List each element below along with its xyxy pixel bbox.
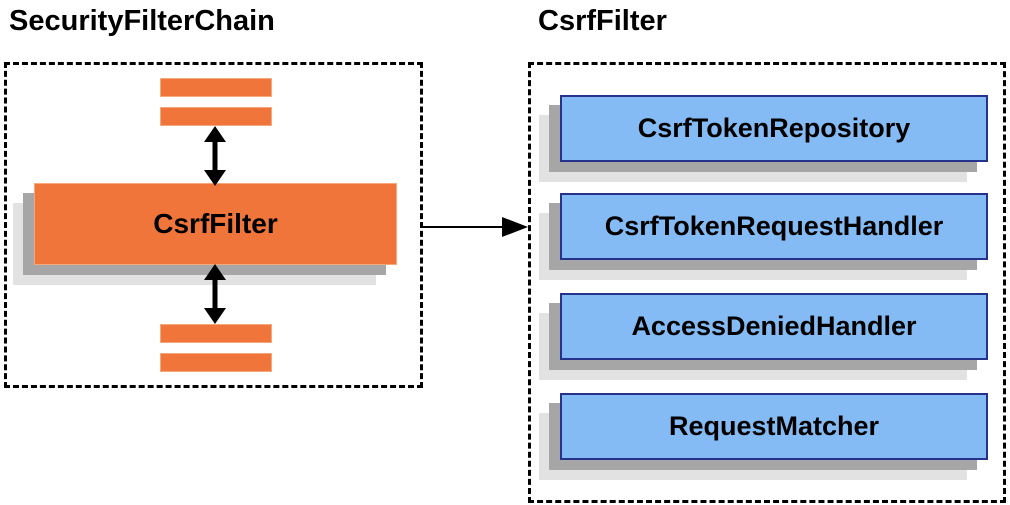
csrf-filter-box: CsrfFilter — [34, 183, 397, 265]
component-box-request-matcher: RequestMatcher — [560, 393, 988, 460]
security-filter-chain-title: SecurityFilterChain — [9, 5, 275, 37]
filter-bar — [160, 324, 272, 343]
arrow-head-down — [204, 170, 226, 186]
arrow-head-down — [204, 308, 226, 324]
arrow-head-up — [204, 126, 226, 142]
component-box-access-denied-handler: AccessDeniedHandler — [560, 293, 988, 360]
bidirectional-arrow-icon — [204, 264, 226, 324]
component-label: CsrfTokenRequestHandler — [604, 211, 944, 241]
component-label: AccessDeniedHandler — [631, 311, 917, 341]
bidirectional-arrow-icon — [204, 126, 226, 186]
right-arrow-icon — [422, 217, 528, 237]
filter-bar — [160, 353, 272, 372]
security-filter-chain-panel — [4, 62, 423, 388]
csrf-filter-title: CsrfFilter — [538, 5, 667, 37]
filter-bar — [160, 78, 272, 97]
component-box-csrf-token-repository: CsrfTokenRepository — [560, 95, 988, 162]
csrf-filter-box-label: CsrfFilter — [153, 208, 278, 239]
component-label: RequestMatcher — [668, 411, 880, 441]
component-label: CsrfTokenRepository — [637, 113, 911, 143]
component-box-csrf-token-request-handler: CsrfTokenRequestHandler — [560, 193, 988, 260]
arrow-head-right — [502, 217, 528, 237]
csrf-filter-panel — [528, 62, 1006, 503]
arrow-head-up — [204, 264, 226, 280]
filter-bar — [160, 107, 272, 126]
